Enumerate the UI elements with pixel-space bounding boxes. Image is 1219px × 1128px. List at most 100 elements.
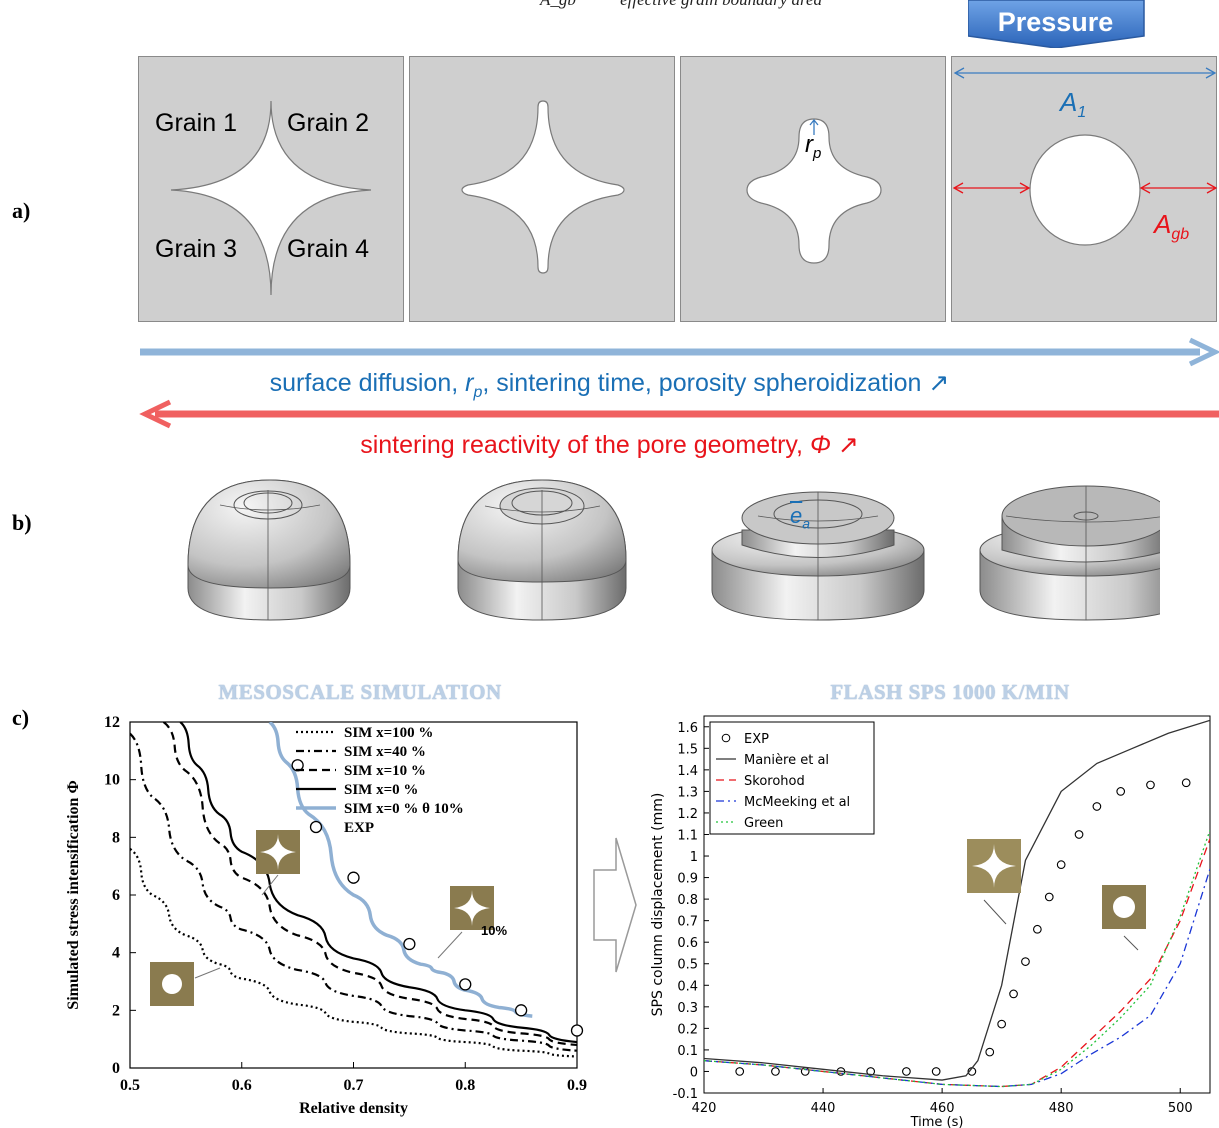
pore-icon-circle [150, 962, 194, 1006]
x-axis-label: Time (s) [910, 1115, 964, 1128]
exp-point [866, 1067, 876, 1076]
panel-a-label: a) [12, 198, 31, 223]
y-tick-label: 1.3 [677, 785, 698, 800]
sample-shape-3 [711, 491, 925, 621]
series-line-mani-re-et-al [704, 719, 1210, 1081]
pore-cell-4: A1 Agb [951, 56, 1218, 322]
exp-point [1092, 802, 1102, 811]
red-arrow-caption: sintering reactivity of the pore geometr… [360, 431, 859, 459]
sample-shape-1 [187, 479, 351, 621]
y-axis-label: SPS column displacement (mm) [650, 793, 666, 1017]
legend-label: Manière et al [744, 753, 829, 768]
grain-3-label: Grain 3 [155, 235, 237, 263]
exp-point [735, 1067, 745, 1076]
y-tick-label: 0.2 [677, 1022, 698, 1037]
process-arrows [139, 337, 1219, 429]
legend-label: SIM x=0 % θ 10% [344, 801, 464, 817]
exp-point [1181, 778, 1191, 788]
x-tick-label: 0.6 [232, 1077, 252, 1094]
x-tick-label: 0.7 [344, 1077, 364, 1094]
y-tick-label: 1 [690, 850, 698, 865]
y-tick-label: 1.2 [677, 807, 698, 822]
cutoff-legend-text: A_gb effective grain boundary area [540, 0, 822, 10]
y-tick-label: 0 [690, 1065, 698, 1080]
y-tick-label: 0.9 [677, 872, 698, 887]
exp-point [1009, 989, 1018, 999]
a1-label: A1 [1060, 87, 1087, 122]
exp-point [931, 1067, 941, 1076]
agb-description: effective grain boundary area [620, 0, 822, 9]
exp-point [1116, 787, 1126, 796]
y-tick-label: 0 [112, 1060, 120, 1077]
pore-icon-circle [1102, 885, 1146, 929]
y-tick-label: 0.8 [677, 893, 698, 908]
x-tick-label: 420 [692, 1101, 717, 1116]
y-tick-label: 10 [104, 772, 120, 789]
y-tick-label: 1.4 [677, 764, 698, 779]
pressure-label: Pressure [997, 7, 1114, 37]
y-tick-label: 1.1 [677, 828, 698, 843]
series-line-sim-x-10 [162, 722, 577, 1047]
y-tick-label: 8 [112, 829, 120, 846]
y-tick-label: 2 [112, 1002, 120, 1019]
legend-label: SIM x=40 % [344, 744, 426, 760]
legend-marker [721, 733, 731, 743]
pore-icon-star [967, 839, 1021, 893]
y-tick-label: 0.5 [677, 958, 698, 973]
sample-3d-shapes [187, 479, 1160, 621]
legend-label: Green [744, 816, 783, 831]
legend-label: EXP [744, 732, 769, 747]
series-line-mcmeeking-et-al [704, 868, 1210, 1088]
sample-shape-4 [979, 485, 1160, 621]
mesoscale-title: MESOSCALE SIMULATION [218, 680, 502, 704]
x-tick-label: 0.8 [455, 1077, 475, 1094]
legend-label: SIM x=100 % [344, 725, 433, 741]
y-tick-label: 0.6 [677, 936, 698, 951]
y-tick-label: 0.3 [677, 1001, 698, 1016]
series-line-sim-x-100 [130, 847, 577, 1058]
pore-shape-star-rounded [461, 100, 625, 274]
legend-label: SIM x=10 % [344, 763, 426, 779]
pore-shape-circle [952, 67, 1218, 246]
grain-1-label: Grain 1 [155, 109, 237, 137]
series-line-sim-x-0 [179, 722, 577, 1044]
exp-point [1056, 860, 1066, 869]
pore-cell-1: Grain 1 Grain 2 Grain 3 Grain 4 [138, 56, 404, 322]
legend-marker [309, 820, 323, 834]
exp-point [985, 1047, 995, 1057]
ea-label: ea [790, 503, 811, 532]
exp-point [997, 1019, 1006, 1029]
grain-4-label: Grain 4 [287, 235, 369, 263]
pore-shape-curved [746, 118, 882, 264]
y-tick-label: 0.1 [677, 1044, 698, 1059]
y-tick-label: 1.6 [677, 721, 698, 736]
x-tick-label: 440 [811, 1101, 836, 1116]
rp-label: rp [805, 131, 822, 162]
x-tick-label: 480 [1049, 1101, 1074, 1116]
agb-label: Agb [1154, 209, 1190, 244]
exp-point [459, 978, 472, 991]
exp-point [771, 1067, 780, 1076]
x-axis-label: Relative density [299, 1100, 408, 1117]
exp-point [1074, 830, 1084, 839]
panel-b-label: b) [12, 510, 32, 535]
series-line-sim-x-40 [130, 732, 577, 1052]
exp-point [1021, 957, 1030, 966]
exp-point [403, 937, 416, 951]
pressure-arrow: Pressure [967, 0, 1180, 49]
pointer-line [194, 967, 221, 979]
x-tick-label: 0.5 [120, 1077, 140, 1094]
y-tick-label: 1.5 [677, 742, 698, 757]
y-tick-label: 0.7 [677, 915, 698, 930]
legend-box [709, 721, 875, 835]
transition-arrow [593, 837, 637, 973]
exp-point [902, 1067, 911, 1076]
panel-c-label: c) [12, 705, 30, 730]
x-tick-label: 460 [930, 1101, 955, 1116]
exp-point [570, 1024, 584, 1037]
y-tick-label: 0.4 [677, 979, 698, 994]
pore-cell-2 [409, 56, 675, 322]
pore-shape-star-sharp [170, 100, 372, 296]
blue-arrow-head [1188, 337, 1219, 367]
